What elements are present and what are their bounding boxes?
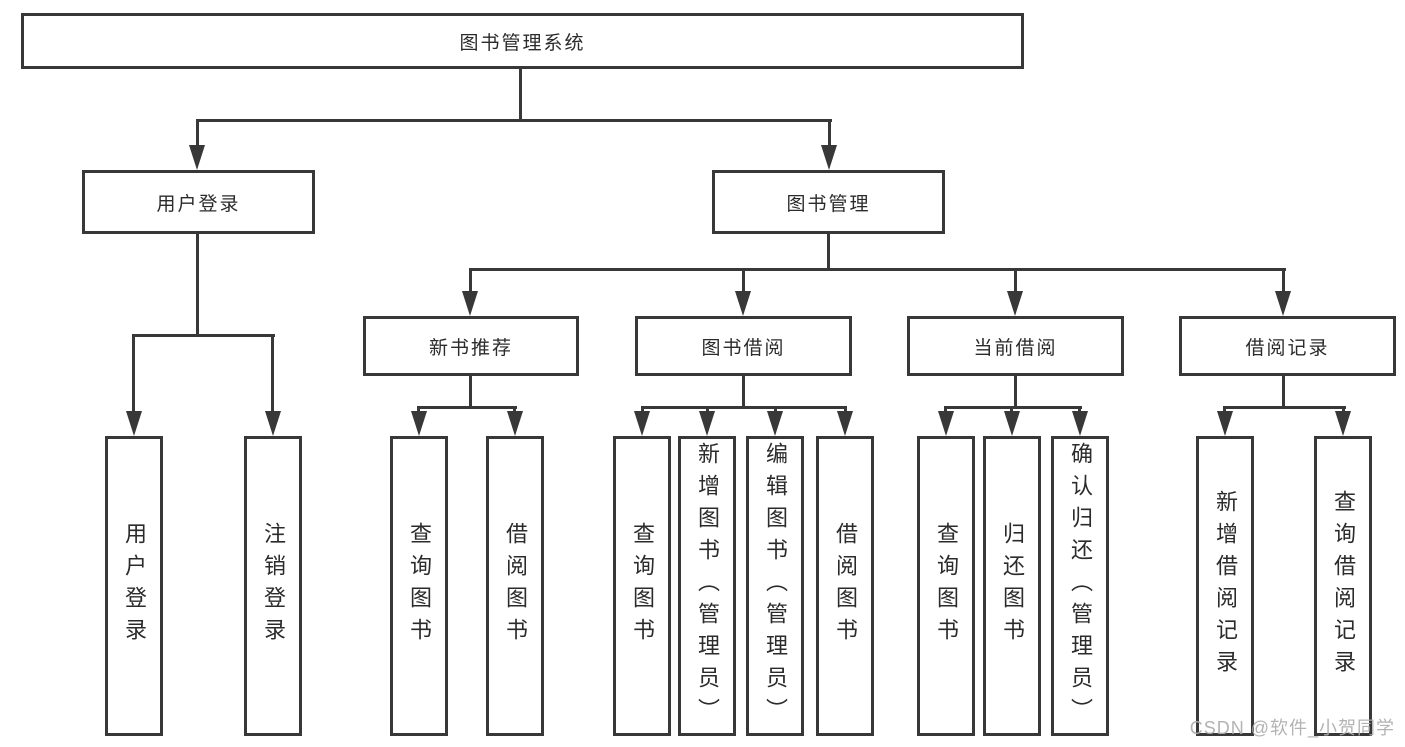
- connector-arrowhead-icon: [634, 411, 650, 436]
- leaf-edit-book-admin: 编辑图书（管理员）: [746, 436, 804, 736]
- leaf-query-books-current: 查询图书: [917, 436, 975, 736]
- node-label: 新书推荐: [428, 337, 513, 359]
- node-user-login: 用户登录: [82, 170, 315, 234]
- connector-arrowhead-icon: [462, 291, 478, 316]
- connector-line: [1282, 268, 1285, 296]
- connector-line: [1223, 406, 1346, 409]
- connector-line: [196, 119, 199, 151]
- node-library-management-system: 图书管理系统: [21, 13, 1024, 69]
- leaf-borrow-books-borrowing: 借阅图书: [816, 436, 874, 736]
- connector-line: [469, 268, 1286, 271]
- connector-arrowhead-icon: [767, 411, 783, 436]
- connector-arrowhead-icon: [938, 411, 954, 436]
- connector-line: [827, 233, 830, 271]
- connector-line: [417, 406, 517, 409]
- node-book-management: 图书管理: [712, 170, 945, 234]
- connector-line: [1014, 268, 1017, 296]
- connector-arrowhead-icon: [1007, 291, 1023, 316]
- connector-line: [196, 119, 832, 122]
- node-new-book-recommendation: 新书推荐: [363, 316, 579, 376]
- node-current-borrowing: 当前借阅: [907, 316, 1124, 376]
- node-label: 图书管理系统: [459, 32, 586, 54]
- leaf-label: 归还图书: [1000, 522, 1025, 650]
- connector-arrowhead-icon: [1275, 291, 1291, 316]
- connector-line: [469, 375, 472, 409]
- connector-line: [196, 234, 199, 337]
- leaf-query-books-borrowing: 查询图书: [613, 436, 671, 736]
- node-label: 图书管理: [786, 193, 871, 215]
- leaf-label: 借阅图书: [503, 522, 528, 650]
- node-label: 图书借阅: [701, 337, 786, 359]
- connector-arrowhead-icon: [507, 411, 523, 436]
- leaf-label: 查询图书: [407, 522, 432, 650]
- leaf-label: 新增图书（管理员）: [695, 442, 720, 730]
- connector-line: [271, 334, 274, 416]
- leaf-query-books-recommend: 查询图书: [390, 436, 448, 736]
- connector-line: [132, 334, 135, 416]
- connector-arrowhead-icon: [735, 291, 751, 316]
- leaf-label: 查询图书: [630, 522, 655, 650]
- leaf-label: 确认归还（管理员）: [1068, 442, 1093, 730]
- connector-arrowhead-icon: [265, 411, 281, 436]
- connector-arrowhead-icon: [126, 411, 142, 436]
- node-label: 借阅记录: [1245, 337, 1330, 359]
- leaf-label: 新增借阅记录: [1213, 490, 1238, 682]
- leaf-borrow-books-recommend: 借阅图书: [486, 436, 544, 736]
- connector-line: [519, 69, 522, 122]
- connector-arrowhead-icon: [1217, 411, 1233, 436]
- connector-line: [469, 268, 472, 296]
- leaf-label: 查询借阅记录: [1331, 490, 1356, 682]
- leaf-return-book: 归还图书: [983, 436, 1041, 736]
- leaf-add-borrow-record: 新增借阅记录: [1196, 436, 1254, 736]
- connector-line: [1282, 375, 1285, 409]
- leaf-query-borrow-record: 查询借阅记录: [1314, 436, 1372, 736]
- leaf-logout: 注销登录: [244, 436, 302, 736]
- node-label: 用户登录: [156, 193, 241, 215]
- leaf-user-login: 用户登录: [105, 436, 163, 736]
- csdn-watermark: CSDN @软件_小贺同学: [1189, 718, 1395, 738]
- connector-arrowhead-icon: [699, 411, 715, 436]
- node-label: 当前借阅: [973, 337, 1058, 359]
- leaf-label: 注销登录: [261, 522, 286, 650]
- connector-arrowhead-icon: [837, 411, 853, 436]
- connector-line: [828, 119, 831, 151]
- connector-line: [742, 375, 745, 409]
- connector-arrowhead-icon: [411, 411, 427, 436]
- leaf-label: 编辑图书（管理员）: [763, 442, 788, 730]
- leaf-confirm-return-admin: 确认归还（管理员）: [1051, 436, 1109, 736]
- connector-arrowhead-icon: [189, 145, 205, 170]
- connector-line: [1014, 375, 1017, 409]
- connector-arrowhead-icon: [821, 145, 837, 170]
- connector-arrowhead-icon: [1004, 411, 1020, 436]
- node-book-borrowing: 图书借阅: [635, 316, 852, 376]
- connector-arrowhead-icon: [1335, 411, 1351, 436]
- connector-line: [944, 406, 1082, 409]
- node-borrowing-records: 借阅记录: [1179, 316, 1396, 376]
- connector-arrowhead-icon: [1072, 411, 1088, 436]
- connector-line: [742, 268, 745, 296]
- leaf-label: 借阅图书: [833, 522, 858, 650]
- leaf-label: 用户登录: [122, 522, 147, 650]
- connector-line: [132, 334, 275, 337]
- connector-line: [641, 406, 847, 409]
- leaf-add-book-admin: 新增图书（管理员）: [678, 436, 736, 736]
- leaf-label: 查询图书: [934, 522, 959, 650]
